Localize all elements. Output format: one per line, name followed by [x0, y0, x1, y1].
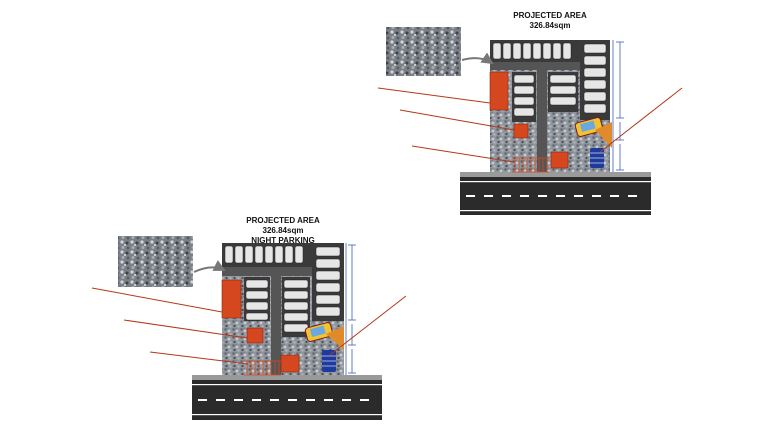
top-gravel-arrow-icon — [461, 52, 494, 65]
bottom-gate-icon — [244, 360, 281, 376]
top-site-area — [489, 40, 612, 173]
top-yellow-car-icon — [574, 117, 604, 137]
bottom-gravel-swatch-icon — [118, 236, 193, 287]
top-plan-title-line2: 326.84sqm — [529, 21, 571, 30]
bottom-guard-house-icon — [280, 354, 300, 373]
top-building-main — [489, 71, 509, 111]
bottom-road — [192, 375, 382, 420]
top-road-curb — [460, 172, 651, 177]
bottom-site-area — [221, 243, 344, 376]
bottom-plan-title: PROJECTED AREA 326.84sqm NIGHT PARKING — [233, 216, 333, 246]
top-leader-lines — [377, 87, 683, 163]
bottom-yellow-car-icon — [304, 322, 334, 342]
top-plan-title: PROJECTED AREA 326.84sqm — [500, 11, 600, 31]
top-road — [460, 172, 651, 215]
bottom-road-curb — [192, 375, 382, 380]
bottom-ramp — [326, 326, 344, 350]
top-gravel-swatch-icon — [386, 27, 461, 76]
top-gate-icon — [512, 157, 550, 173]
bottom-gravel-arrow-icon — [193, 260, 226, 273]
top-parking-middle — [513, 74, 577, 117]
bottom-dimension-lines — [345, 243, 356, 375]
bottom-plan-title-line1: PROJECTED AREA — [246, 216, 320, 225]
top-parking-row — [492, 42, 572, 60]
bottom-parking-column-right — [315, 246, 341, 317]
bottom-building-small — [246, 327, 264, 344]
bottom-site-plan — [91, 236, 407, 420]
bottom-building-main — [221, 279, 242, 319]
bottom-parking-row — [224, 245, 304, 264]
top-site-plan — [377, 27, 683, 215]
top-parking-column-right — [583, 43, 607, 114]
top-plan-title-line1: PROJECTED AREA — [513, 11, 587, 20]
bottom-plan-title-line2: 326.84sqm — [262, 226, 304, 235]
top-guard-house-icon — [550, 151, 569, 169]
bottom-parking-middle — [245, 279, 309, 333]
bottom-plan-title-line3: NIGHT PARKING — [251, 236, 315, 245]
top-ramp — [595, 122, 612, 148]
top-dimension-lines — [612, 40, 624, 172]
top-building-small — [513, 123, 529, 139]
bottom-leader-lines — [91, 287, 407, 365]
